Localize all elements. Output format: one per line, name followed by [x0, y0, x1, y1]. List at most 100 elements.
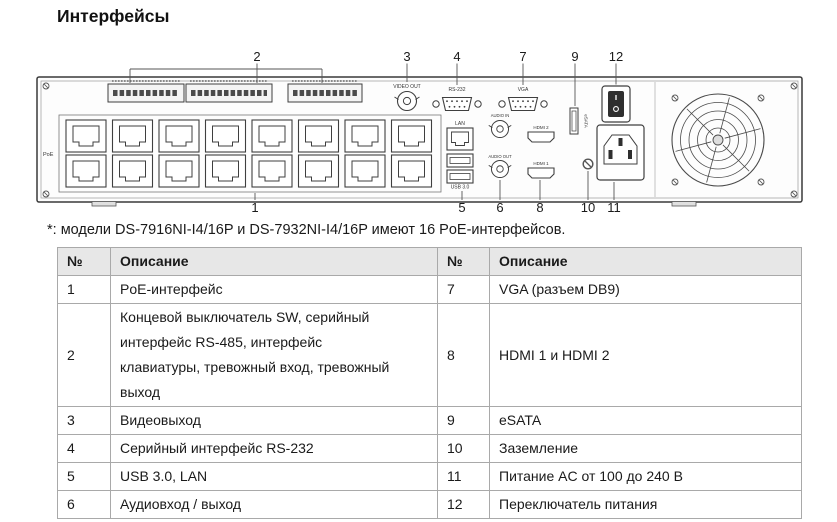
- table-row: 1 PoE-интерфейс 7 VGA (разъем DB9): [57, 275, 802, 304]
- usb-port: [446, 169, 474, 184]
- cell-num: 7: [437, 275, 490, 304]
- video-out-label: VIDEO OUT: [393, 84, 421, 90]
- screw-icon: [757, 94, 765, 102]
- callout-12: 12: [609, 49, 623, 64]
- ac-power-inlet: [596, 124, 645, 181]
- rj45-port: [65, 154, 107, 188]
- audio-out-label: AUDIO OUT: [488, 154, 512, 159]
- ground-terminal: [582, 158, 594, 170]
- video-out-connector: VIDEO OUT: [393, 84, 421, 112]
- cell-desc: PoE-интерфейс: [110, 275, 438, 304]
- cell-desc: Заземление: [489, 434, 802, 463]
- terminal-blocks: [107, 80, 363, 103]
- power-switch: [601, 85, 631, 123]
- callout-numbers: 2 3 4 7 9 12 1 5 6 8 10 11: [251, 49, 623, 215]
- callout-4: 4: [453, 49, 460, 64]
- cell-num: 10: [437, 434, 490, 463]
- foot-left: [91, 201, 117, 207]
- rs232-label: RS-232: [449, 87, 466, 93]
- rj45-port: [344, 119, 386, 153]
- footnote: *: модели DS-7916NI-I4/16P и DS-7932NI-I…: [47, 222, 566, 238]
- screw-icon: [671, 94, 679, 102]
- rj45-port: [390, 154, 433, 188]
- lan-port: [446, 127, 474, 151]
- interfaces-table: № Описание № Описание 1 PoE-интерфейс 7 …: [57, 247, 802, 519]
- table-row: 3 Видеовыход 9 eSATA: [57, 406, 802, 435]
- callout-1: 1: [251, 200, 258, 215]
- cell-num: 5: [57, 462, 111, 491]
- cell-num: 6: [57, 490, 111, 519]
- rear-panel-figure: PoE VIDEO OUT: [36, 49, 803, 215]
- header-desc-right: Описание: [489, 247, 802, 276]
- cell-num: 8: [437, 303, 490, 407]
- hdmi2-label: HDMI 2: [533, 125, 549, 130]
- rj45-port: [251, 119, 293, 153]
- cell-desc: Видеовыход: [110, 406, 438, 435]
- audio-connectors: AUDIO IN AUDIO OUT: [488, 113, 512, 179]
- vga-connector: VGA: [498, 87, 548, 112]
- cell-num: 4: [57, 434, 111, 463]
- rj45-port: [65, 119, 107, 153]
- table-header-row: № Описание № Описание: [57, 247, 802, 276]
- callout-7: 7: [519, 49, 526, 64]
- rj45-port: [111, 119, 154, 153]
- lan-usb-stack: LAN USB 3.0: [446, 121, 474, 191]
- cell-num: 11: [437, 462, 490, 491]
- hdmi-ports: HDMI 2 HDMI 1: [527, 125, 555, 179]
- rs232-connector: RS-232: [432, 87, 482, 112]
- header-num-left: №: [57, 247, 111, 276]
- hdmi-port: [527, 131, 555, 143]
- callout-6: 6: [496, 200, 503, 215]
- callout-10: 10: [581, 200, 595, 215]
- callout-2: 2: [253, 49, 260, 64]
- usb-port: [446, 153, 474, 168]
- table-row: 4 Серийный интерфейс RS-232 10 Заземлени…: [57, 434, 802, 463]
- header-desc-left: Описание: [110, 247, 438, 276]
- callout-11: 11: [607, 200, 621, 215]
- cell-desc: HDMI 1 и HDMI 2: [489, 303, 802, 407]
- cell-num: 9: [437, 406, 490, 435]
- cell-num: 3: [57, 406, 111, 435]
- vga-label: VGA: [518, 87, 529, 93]
- hdmi1-label: HDMI 1: [533, 161, 549, 166]
- cell-desc: Переключатель питания: [489, 490, 802, 519]
- esata-label: eSATA: [584, 114, 589, 128]
- cell-desc: Питание AC от 100 до 240 В: [489, 462, 802, 491]
- cell-desc: Серийный интерфейс RS-232: [110, 434, 438, 463]
- screw-icon: [42, 82, 50, 90]
- leader-lines: [129, 63, 617, 200]
- audio-in-label: AUDIO IN: [491, 113, 510, 118]
- screw-icon: [671, 178, 679, 186]
- screw-icon: [790, 82, 798, 90]
- rj45-port: [297, 119, 340, 153]
- rj45-port: [297, 154, 340, 188]
- cell-desc: eSATA: [489, 406, 802, 435]
- cell-desc: Концевой выключатель SW, серийный интерф…: [110, 303, 438, 407]
- screw-icon: [790, 190, 798, 198]
- callout-3: 3: [403, 49, 410, 64]
- rj45-port: [390, 119, 433, 153]
- rj45-port: [204, 154, 247, 188]
- ground-screw-icon: [582, 158, 594, 170]
- callout-8: 8: [536, 200, 543, 215]
- table-row: 2 Концевой выключатель SW, серийный инте…: [57, 303, 802, 407]
- cell-num: 2: [57, 303, 111, 407]
- rj45-port: [204, 119, 247, 153]
- header-num-right: №: [437, 247, 490, 276]
- screw-icon: [42, 190, 50, 198]
- cell-num: 12: [437, 490, 490, 519]
- callout-5: 5: [458, 200, 465, 215]
- table-row: 5 USB 3.0, LAN 11 Питание AC от 100 до 2…: [57, 462, 802, 491]
- rj45-port: [158, 119, 200, 153]
- callout-9: 9: [571, 49, 578, 64]
- rj45-port: [251, 154, 293, 188]
- cell-desc: VGA (разъем DB9): [489, 275, 802, 304]
- cell-desc: Аудиовход / выход: [110, 490, 438, 519]
- rj45-port: [111, 154, 154, 188]
- foot-right: [671, 201, 697, 207]
- rj45-port: [344, 154, 386, 188]
- rear-panel-diagram: PoE VIDEO OUT: [0, 45, 837, 220]
- table-row: 6 Аудиовход / выход 12 Переключатель пит…: [57, 490, 802, 519]
- rj45-port: [158, 154, 200, 188]
